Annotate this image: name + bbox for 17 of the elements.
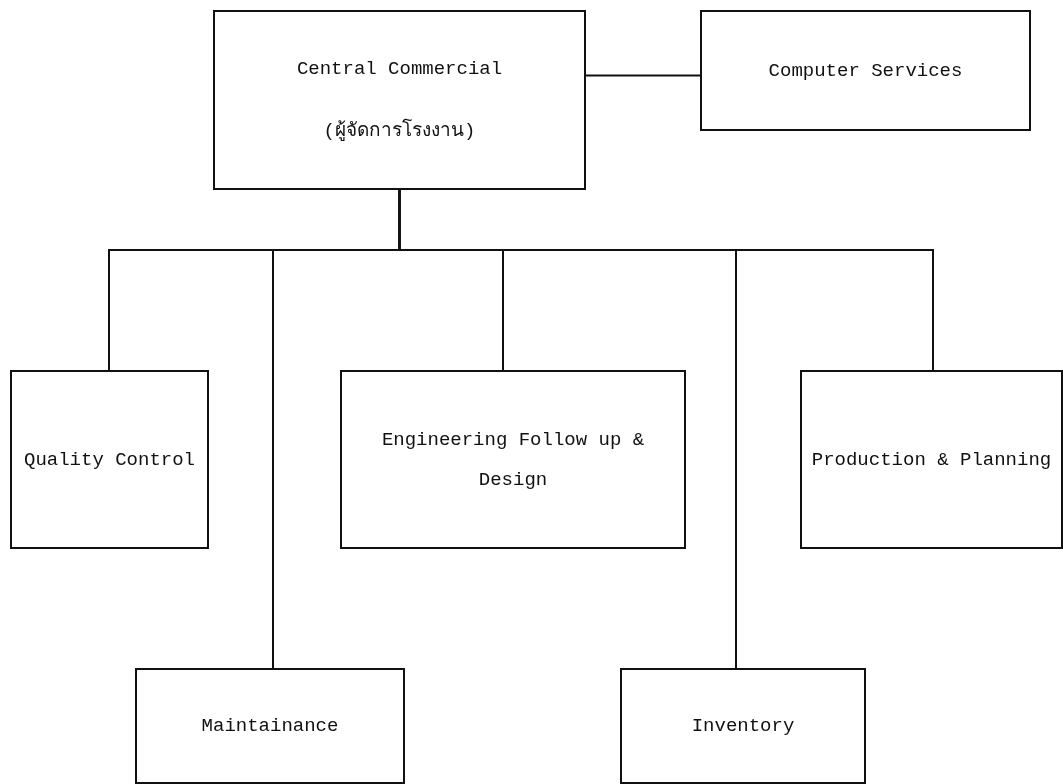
box-label: Central Commercial [296,57,503,82]
connector-line [398,189,934,371]
org-box [213,10,586,190]
box-label: Inventory [691,714,795,739]
connector-line [585,74,701,77]
box-label: (ผู้จัดการโรงงาน) [323,117,476,144]
org-box [10,370,209,549]
org-box [620,668,866,784]
org-box [800,370,1063,549]
box-label: Production & Planning [811,447,1052,473]
box-label: Maintainance [201,714,339,739]
org-box [135,668,405,784]
box-label: Computer Services [768,58,963,84]
org-box [340,370,686,549]
box-label: Quality Control [24,447,195,473]
org-box [700,10,1031,131]
box-label: Engineering Follow up & Design [380,427,646,493]
